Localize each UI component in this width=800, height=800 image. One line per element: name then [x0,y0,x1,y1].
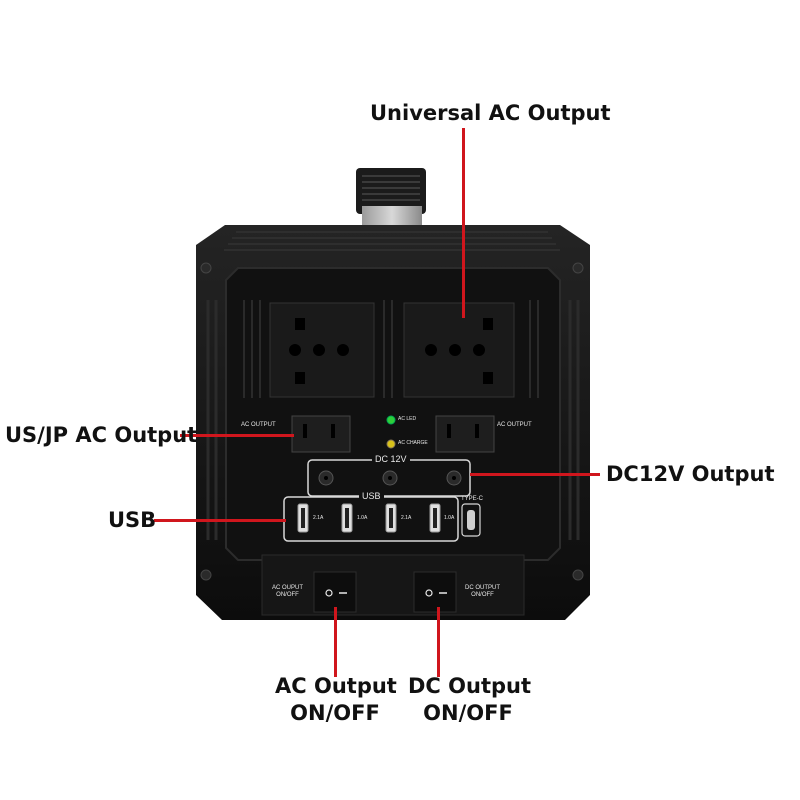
ac-output-label-left: AC OUTPUT [241,422,276,428]
usb-panel [283,496,481,542]
ac-charge-indicator [386,439,396,449]
dc-switch-callout-line2: ON/OFF [423,701,513,725]
usb-label: USB [359,491,384,501]
type-c-label: TYPE-C [461,496,484,502]
us-jp-ac-socket-left [291,415,351,453]
dc12v-callout: DC12V Output [606,462,775,486]
universal-ac-callout: Universal AC Output [370,101,611,125]
ac-switch-callout: AC Output ON/OFF [275,673,397,727]
ac-switch-label: AC OUPUT ON/OFF [272,585,303,599]
ac-switch-label-line2: ON/OFF [276,592,299,598]
universal-ac-pointer [462,128,465,318]
ac-switch-callout-line1: AC Output [275,674,397,698]
usb-rating-2: 1.0A [357,515,368,521]
us-jp-ac-callout: US/JP AC Output [5,423,198,447]
us-jp-ac-pointer [180,434,294,437]
usb-callout: USB [108,508,157,532]
usb-pointer [154,519,286,522]
dc-switch-label-line1: DC OUTPUT [465,585,500,591]
usb-rating-3: 2.1A [401,515,412,521]
dc-switch-label: DC OUTPUT ON/OFF [465,585,500,599]
dc-switch-callout-line1: DC Output [408,674,532,698]
dc12v-pointer [470,473,600,476]
ac-switch-label-line1: AC OUPUT [272,585,304,591]
dc-switch-pointer [437,607,440,677]
usb-rating-4: 1.0A [444,515,455,521]
universal-ac-socket-left [243,300,375,398]
us-jp-ac-socket-right [435,415,495,453]
carry-handle [356,168,426,226]
ac-output-label-right: AC OUTPUT [497,422,532,428]
dc-12v-label: DC 12V [372,454,410,464]
universal-ac-socket-right [383,300,539,398]
ac-output-switch [313,571,357,613]
dc-switch-callout: DC Output ON/OFF [408,673,532,727]
dc-output-switch [413,571,457,613]
ac-charge-label: AC CHARGE [398,440,428,446]
ac-switch-pointer [334,607,337,677]
usb-rating-1: 2.1A [313,515,324,521]
dc-switch-label-line2: ON/OFF [471,592,494,598]
ac-switch-callout-line2: ON/OFF [290,701,380,725]
ac-led-indicator [386,415,396,425]
ac-led-label: AC LED [398,416,417,422]
